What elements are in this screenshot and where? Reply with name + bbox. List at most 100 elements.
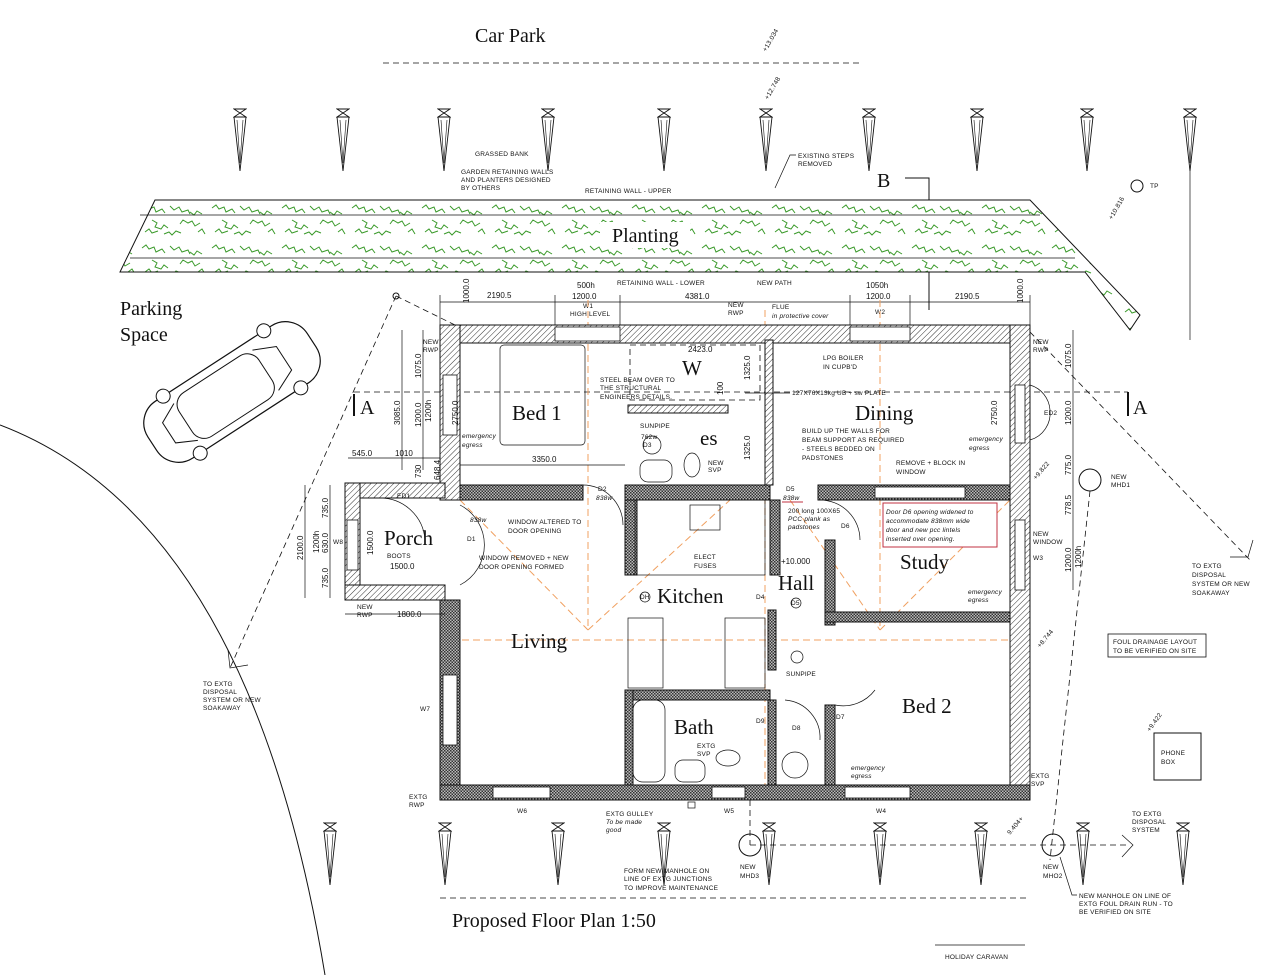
to-extg-system-note: TO EXTG bbox=[1132, 811, 1162, 818]
drainage-run bbox=[395, 295, 456, 326]
level-9422: +9.422 bbox=[1146, 712, 1164, 734]
manhole-mhd1 bbox=[1078, 468, 1102, 492]
new-rwp-label: RWP bbox=[1033, 347, 1049, 354]
note-line: inserted over opening. bbox=[886, 536, 955, 543]
note-line: PADSTONES bbox=[802, 455, 844, 462]
fittings bbox=[379, 344, 1051, 783]
door-swing-d1 bbox=[459, 504, 485, 586]
wc-icon bbox=[715, 749, 741, 767]
emergency-egress-note: emergency bbox=[968, 589, 1003, 596]
phone-box-label: PHONE bbox=[1161, 750, 1186, 757]
gulley-note: To be made bbox=[606, 819, 642, 826]
dim-text: 775.0 bbox=[1064, 454, 1073, 475]
window-removed-note: WINDOW REMOVED + NEW bbox=[479, 555, 569, 562]
emergency-egress-note: egress bbox=[968, 597, 989, 604]
door-label-d1: D1 bbox=[467, 536, 476, 543]
foul-drainage-box bbox=[1107, 633, 1207, 658]
kitchen-worktop bbox=[634, 499, 766, 576]
flue-note: FLUE bbox=[772, 304, 790, 311]
tree-symbol bbox=[975, 823, 987, 885]
dim-text: 1500.0 bbox=[390, 562, 415, 571]
remove-window-note: REMOVE + BLOCK IN bbox=[896, 460, 965, 467]
tp-marker bbox=[1130, 179, 1144, 193]
arrow-head bbox=[227, 649, 249, 669]
dim-text: 1800.0 bbox=[397, 610, 422, 619]
new-manhole-note: NEW MANHOLE ON LINE OF bbox=[1079, 893, 1171, 900]
dim-bed1-width: 3350.0 bbox=[532, 455, 557, 464]
hob-icon bbox=[689, 504, 721, 531]
left-dimensions: 1075.0 1200.0 1200h 3085.0 545.0 1010 73… bbox=[348, 330, 442, 480]
soakaway-note: DISPOSAL bbox=[203, 689, 237, 696]
emergency-egress-note: emergency bbox=[851, 765, 886, 772]
dim-text: 1000.0 bbox=[1016, 278, 1025, 303]
tree-symbol bbox=[971, 109, 983, 171]
build-up-note: BUILD UP THE WALLS FOR BEAM SUPPORT AS R… bbox=[802, 428, 904, 462]
elect-fuses-note: FUSES bbox=[694, 563, 717, 570]
room-label-wardrobe: W bbox=[682, 356, 702, 380]
room-label-study: Study bbox=[900, 550, 950, 574]
door-swing-d6 bbox=[819, 499, 861, 541]
dim-dining-height: 2750.0 bbox=[990, 400, 999, 425]
door-label-d7: D7 bbox=[836, 714, 845, 721]
emergency-egress-note: emergency bbox=[969, 436, 1004, 443]
new-rwp-label: RWP bbox=[423, 347, 439, 354]
hall-level: +10.000 bbox=[781, 557, 811, 566]
window-altered-note: WINDOW ALTERED TO bbox=[508, 519, 581, 526]
form-manhole-note: FORM NEW MANHOLE ON bbox=[624, 868, 710, 875]
new-path-note: NEW PATH bbox=[757, 280, 792, 287]
door-label-d2: D2 bbox=[598, 486, 607, 493]
note-line: Door D6 opening widened to bbox=[886, 509, 974, 516]
extg-svp-note: SVP bbox=[697, 751, 711, 758]
ub-plate-note: 127X76X13kg UB + sw PLATE bbox=[792, 390, 886, 397]
manhole-mhd3 bbox=[738, 833, 762, 857]
door-label-d9: D9 bbox=[756, 718, 765, 725]
note-line: BY OTHERS bbox=[461, 185, 501, 192]
dim-text: 730 bbox=[414, 464, 423, 478]
wardrobe-outline bbox=[629, 344, 761, 401]
mhd1-label: MHD1 bbox=[1111, 482, 1130, 489]
dim-text: 545.0 bbox=[352, 449, 373, 458]
kitchen-unit bbox=[627, 617, 664, 689]
new-manhole-note: BE VERIFIED ON SITE bbox=[1079, 909, 1152, 916]
new-svp-note: NEW bbox=[708, 460, 724, 467]
window-w5 bbox=[711, 786, 746, 799]
note-line: REMOVED bbox=[798, 161, 832, 168]
dim-text: 2190.5 bbox=[487, 291, 512, 300]
note-line: - STEELS BEDDED ON bbox=[802, 446, 875, 453]
steel-beam-note: STEEL BEAM OVER TO bbox=[600, 377, 675, 384]
tree-symbol bbox=[542, 109, 554, 171]
room-label-porch: Porch bbox=[384, 526, 433, 550]
dim-text: 1325.0 bbox=[743, 355, 752, 380]
door-swing-d7 bbox=[834, 689, 876, 707]
emergency-egress-note: egress bbox=[851, 773, 872, 780]
kitchen-unit bbox=[724, 617, 766, 689]
blocked-window bbox=[874, 486, 966, 499]
dim-text: 648.4 bbox=[433, 459, 442, 480]
door-width-d1: 838w bbox=[470, 517, 487, 524]
level-8744: +8.744 bbox=[1036, 628, 1055, 649]
driveway-curve bbox=[0, 424, 326, 975]
pcc-plank-note: padstones bbox=[787, 524, 820, 531]
door-label-ed2: ED2 bbox=[1044, 410, 1057, 417]
foul-drainage-note: TO BE VERIFIED ON SITE bbox=[1113, 648, 1197, 655]
boiler-tank-icon bbox=[781, 751, 809, 779]
mhd1-label: NEW bbox=[1111, 474, 1127, 481]
extg-svp-note: SVP bbox=[1031, 781, 1045, 788]
room-label-bed2: Bed 2 bbox=[902, 694, 952, 718]
dim-text: 2190.5 bbox=[955, 292, 980, 301]
window-w8 bbox=[346, 519, 359, 571]
door-d6-note-box: Door D6 opening widened to accommodate 8… bbox=[882, 502, 998, 548]
window-w1 bbox=[554, 326, 621, 342]
soakaway-note: DISPOSAL bbox=[1192, 572, 1226, 579]
door-width-d5: 838w bbox=[783, 495, 800, 502]
dim-text: 4381.0 bbox=[685, 292, 710, 301]
rwp-marker bbox=[392, 292, 400, 300]
note-line: EXISTING STEPS bbox=[798, 153, 855, 160]
room-label-kitchen: Kitchen bbox=[657, 584, 724, 608]
tree-symbol bbox=[763, 823, 775, 885]
door-width-d2: 838w bbox=[596, 495, 613, 502]
window-w7 bbox=[442, 674, 458, 746]
new-svp-note: SVP bbox=[708, 467, 722, 474]
note-line: door and new pcc lintels bbox=[886, 527, 961, 534]
